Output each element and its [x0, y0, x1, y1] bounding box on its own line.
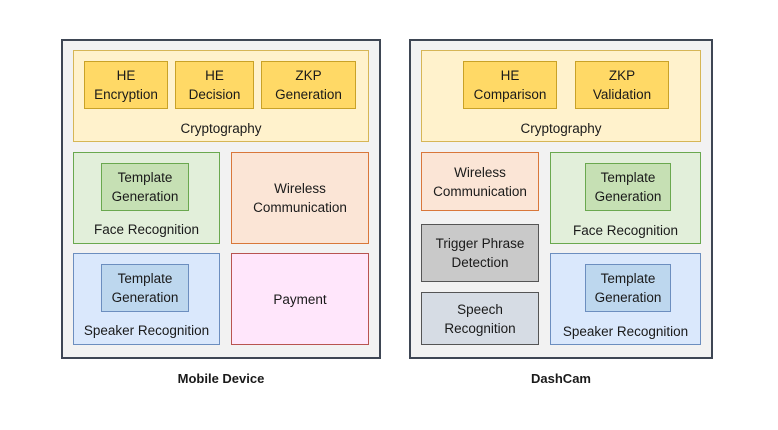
dashcam-trigger-phrase-detection: Trigger Phrase Detection	[421, 224, 539, 282]
mobile-zkp-generation: ZKP Generation	[261, 61, 356, 109]
dashcam-caption: DashCam	[531, 371, 591, 386]
dashcam-speaker-recognition-label: Speaker Recognition	[562, 324, 689, 339]
mobile-wireless-communication: Wireless Communication	[231, 152, 369, 244]
mobile-face-recognition-label: Face Recognition	[93, 222, 200, 237]
dashcam-speech-recognition: Speech Recognition	[421, 292, 539, 345]
mobile-he-decision: HE Decision	[175, 61, 254, 109]
dashcam-cryptography-label: Cryptography	[520, 121, 602, 136]
mobile-device-caption: Mobile Device	[177, 371, 265, 386]
dashcam-speaker-template-generation: Template Generation	[585, 264, 671, 312]
dashcam-he-comparison: HE Comparison	[463, 61, 557, 109]
mobile-cryptography-label: Cryptography	[180, 121, 262, 136]
mobile-speaker-recognition-label: Speaker Recognition	[83, 323, 210, 338]
dashcam-wireless-communication: Wireless Communication	[421, 152, 539, 211]
dashcam-face-template-generation: Template Generation	[585, 163, 671, 211]
mobile-he-encryption: HE Encryption	[84, 61, 168, 109]
mobile-face-template-generation: Template Generation	[101, 163, 189, 211]
mobile-payment: Payment	[231, 253, 369, 345]
dashcam-face-recognition-label: Face Recognition	[572, 223, 679, 238]
dashcam-zkp-validation: ZKP Validation	[575, 61, 669, 109]
mobile-speaker-template-generation: Template Generation	[101, 264, 189, 312]
